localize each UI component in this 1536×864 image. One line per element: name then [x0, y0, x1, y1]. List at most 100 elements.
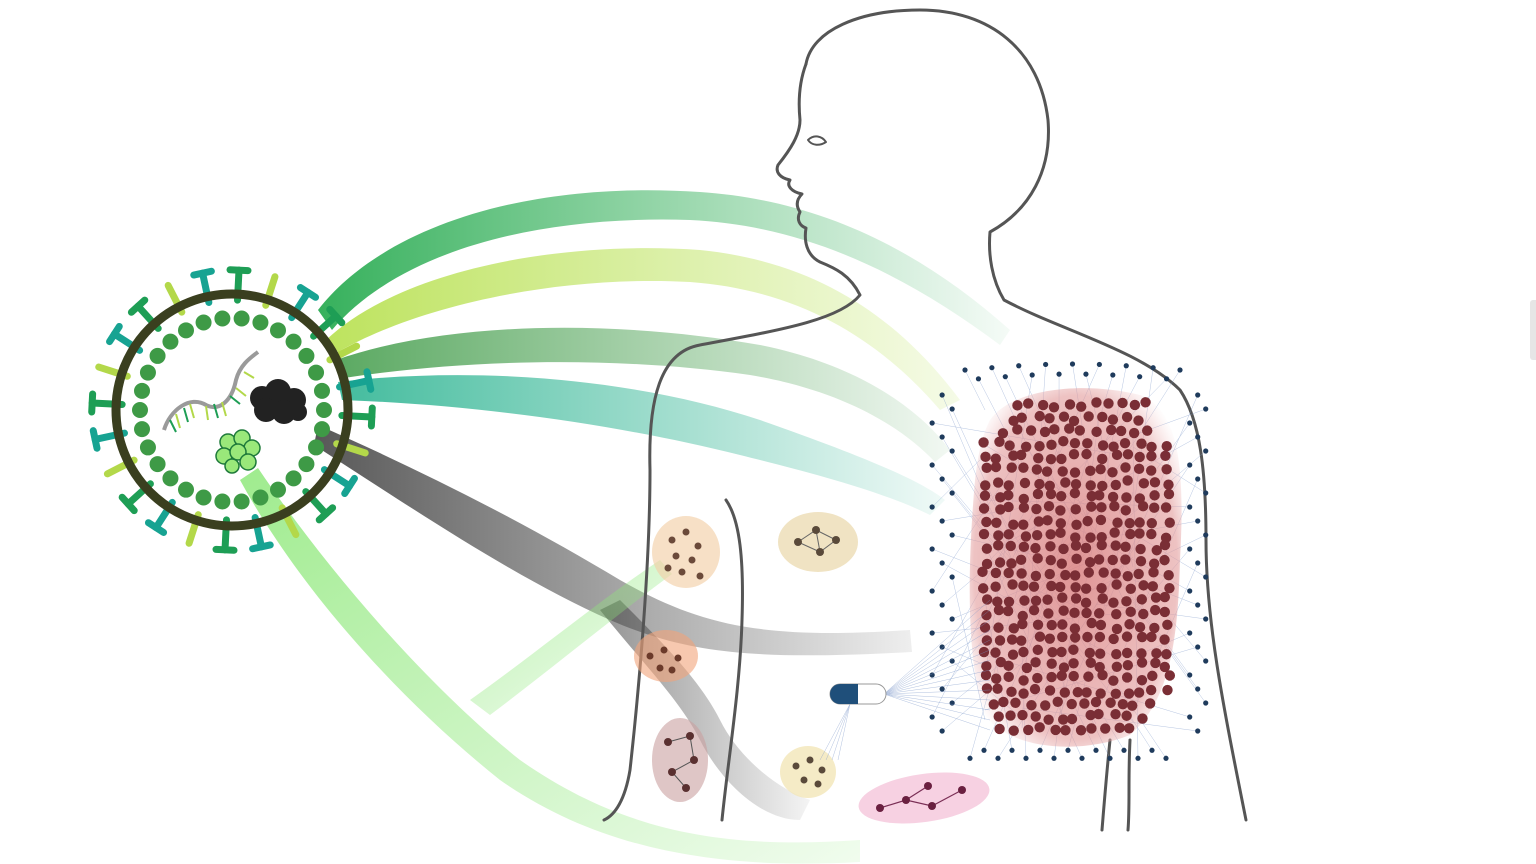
peripheral-node	[929, 630, 935, 636]
peripheral-node	[1195, 518, 1201, 524]
protein-node	[1032, 553, 1043, 564]
protein-node	[990, 647, 1001, 658]
protein-node	[990, 567, 1002, 579]
protein-node	[1018, 688, 1029, 699]
protein-node	[1134, 517, 1145, 528]
peripheral-node	[1135, 755, 1141, 761]
protein-node	[1121, 411, 1133, 423]
protein-node	[1066, 698, 1077, 710]
peripheral-node	[1195, 644, 1201, 650]
peripheral-node	[939, 644, 945, 650]
peripheral-node	[1203, 448, 1209, 454]
protein-node	[1018, 502, 1030, 513]
protein-node	[981, 661, 992, 672]
flow-band-lime	[326, 248, 960, 410]
protein-node	[1044, 685, 1056, 696]
protein-node	[981, 516, 992, 528]
face-profile	[602, 62, 862, 822]
protein-node	[1057, 631, 1068, 643]
flow-band-green	[318, 190, 1010, 345]
protein-node	[1138, 608, 1149, 620]
protein-node	[1020, 441, 1032, 453]
protein-node	[1096, 539, 1107, 551]
protein-node	[1004, 440, 1015, 451]
peripheral-node	[1043, 361, 1049, 368]
protein-node	[1097, 480, 1108, 492]
protein-node	[1064, 423, 1075, 434]
protein-node	[1006, 686, 1017, 698]
peripheral-node	[1096, 361, 1102, 368]
lung-interaction-network	[929, 361, 1209, 761]
protein-node	[1095, 514, 1107, 526]
protein-node	[1057, 466, 1068, 477]
protein-node	[1056, 558, 1067, 569]
protein-node	[1056, 646, 1067, 658]
protein-node	[1136, 438, 1147, 449]
protein-node	[1043, 714, 1054, 725]
protein-node	[1134, 528, 1145, 539]
protein-node	[1003, 567, 1014, 579]
flow-band-lightgreen-branch	[470, 560, 672, 715]
protein-node	[1070, 540, 1082, 551]
capsid-bead	[214, 493, 231, 510]
protein-node	[1018, 462, 1029, 473]
protein-node	[1111, 623, 1123, 635]
protein-node	[1159, 634, 1170, 645]
protein-node	[1081, 607, 1092, 619]
peripheral-node	[1203, 700, 1209, 706]
protein-node	[1160, 502, 1172, 513]
peripheral-node	[1079, 755, 1085, 761]
protein-node	[1121, 492, 1132, 503]
cluster-pink	[858, 772, 990, 824]
protein-node	[1085, 657, 1096, 669]
protein-node	[1134, 451, 1145, 463]
protein-node	[1128, 427, 1140, 439]
peripheral-node	[1016, 363, 1022, 369]
green-protein-blob-icon	[215, 429, 261, 474]
peripheral-node	[949, 616, 955, 622]
protein-node	[1086, 617, 1097, 629]
protein-node	[1048, 402, 1060, 413]
protein-node	[1159, 661, 1171, 673]
protein-node	[1058, 714, 1069, 725]
protein-node	[1047, 646, 1058, 658]
capsid-bead	[134, 421, 151, 438]
protein-node	[1020, 531, 1032, 542]
protein-node	[1015, 554, 1027, 566]
protein-node	[1079, 698, 1090, 709]
protein-node	[1103, 398, 1114, 409]
edge-scroll-handle[interactable]	[1530, 300, 1536, 360]
protein-node	[1031, 503, 1042, 515]
protein-node	[1058, 543, 1069, 555]
protein-node	[1106, 424, 1117, 436]
protein-node	[1018, 580, 1029, 591]
protein-node	[1074, 425, 1085, 436]
protein-node	[1111, 579, 1122, 590]
protein-node	[1003, 671, 1014, 683]
peripheral-node	[967, 755, 973, 761]
protein-node	[1016, 635, 1027, 646]
protein-node	[1070, 582, 1081, 593]
protein-node	[1049, 424, 1060, 435]
peripheral-node	[1177, 367, 1183, 373]
peripheral-node	[1029, 372, 1035, 378]
inner-arm-right	[1100, 738, 1112, 832]
protein-node	[978, 437, 989, 448]
protein-node	[1111, 649, 1122, 660]
protein-node	[993, 530, 1004, 541]
protein-node	[1136, 631, 1148, 643]
protein-node	[1018, 675, 1029, 686]
protein-node	[1044, 413, 1055, 424]
protein-node	[1003, 596, 1015, 607]
protein-node	[1124, 619, 1135, 630]
protein-node	[1037, 399, 1049, 411]
protein-node	[1097, 669, 1108, 681]
protein-node	[1080, 597, 1092, 609]
protein-node	[1083, 671, 1094, 682]
peripheral-node	[1037, 747, 1043, 753]
torso-line-right	[1126, 738, 1132, 832]
protein-node	[993, 604, 1005, 616]
capsid-bead	[233, 310, 250, 327]
protein-node	[1010, 697, 1021, 708]
protein-node	[1121, 631, 1133, 642]
